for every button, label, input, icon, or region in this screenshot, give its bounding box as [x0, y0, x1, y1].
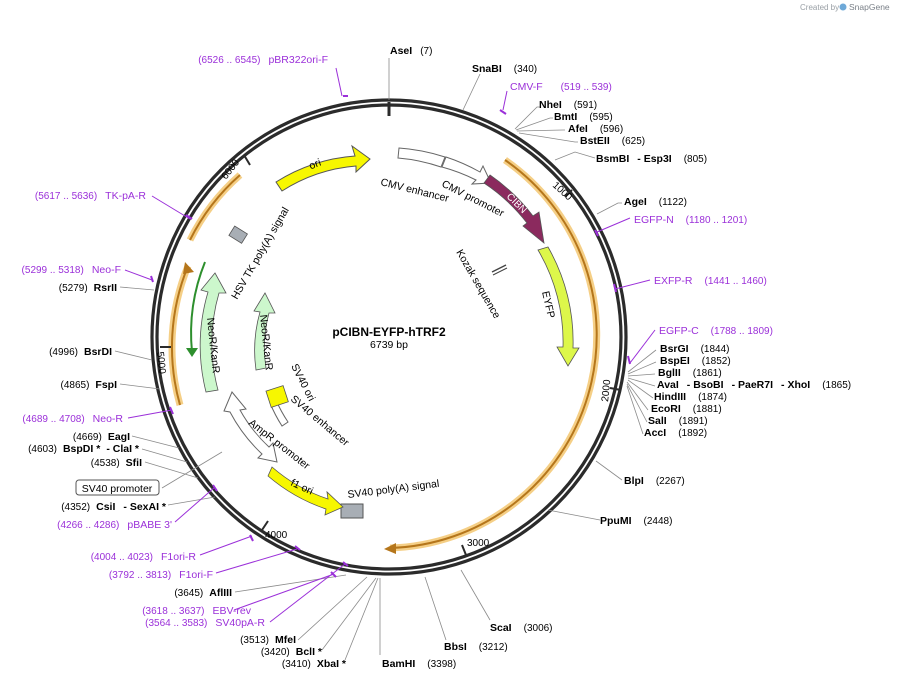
enzyme-xbai: (3410)XbaI *	[282, 658, 347, 670]
enzyme-bglii: BglII(1861)	[658, 367, 722, 379]
primer-f1ori-r: (4004 .. 4023)F1ori-R	[91, 551, 197, 563]
enzyme-bmti: BmtI(595)	[554, 111, 613, 123]
hsv-tk-feature	[228, 225, 248, 244]
ori-orf-line	[189, 174, 241, 241]
enzyme-ppumi: PpuMI(2448)	[600, 515, 672, 527]
enzyme-ecori: EcoRI(1881)	[651, 403, 722, 415]
enzyme-bsmbi: BsmBI- Esp3I(805)	[596, 153, 707, 165]
neo-orf-arrowhead-icon	[183, 262, 194, 274]
enzyme-bsrgi: BsrGI(1844)	[660, 343, 730, 355]
tick-3000	[461, 544, 467, 556]
enzyme-leader-lines	[114, 58, 657, 661]
enzyme-bspdi: (4603)BspDI *- ClaI *	[28, 443, 140, 455]
primer-sv40pa-r: (3564 .. 3583)SV40pA-R	[145, 617, 265, 629]
eyfp-orf-arrow-line	[389, 159, 598, 549]
tick-label-4000: 4000	[265, 530, 288, 541]
neor-outer-feature	[199, 272, 227, 393]
watermark-text: Created by	[800, 3, 839, 12]
neor-outer-label: NeoR/KanR	[204, 317, 222, 374]
sv40-ori-feature	[265, 385, 289, 408]
ori-feature	[275, 144, 371, 192]
enzyme-nhei: NheI(591)	[539, 99, 597, 111]
enzyme-agei: AgeI(1122)	[624, 196, 687, 208]
enzyme-acci: AccI(1892)	[644, 427, 707, 439]
eyfp-orf-arrowhead-icon	[384, 543, 396, 554]
tick-label-2000: 2000	[600, 379, 613, 403]
eyfp-label: EYFP	[539, 290, 557, 319]
enzyme-blpi: BlpI(2267)	[624, 475, 685, 487]
primer-leader-lines	[124, 67, 656, 623]
neo-inner-orf-arrowhead-icon	[186, 348, 198, 357]
primer-pbabe-3: (4266 .. 4286)pBABE 3'	[57, 519, 172, 531]
tick-marks	[160, 102, 622, 556]
hsv-tk-label: HSV TK poly(A) signal	[229, 205, 292, 301]
tick-label-5000: 5000	[154, 351, 167, 375]
enzyme-bsrdi: (4996)BsrDI	[49, 346, 112, 358]
primer-ebv-rev: (3618 .. 3637)EBV-rev	[142, 605, 252, 617]
primer-exfp-r: EXFP-R(1441 .. 1460)	[654, 275, 767, 287]
enzyme-rsrii: (5279)RsrII	[59, 282, 117, 294]
enzyme-afliii: (3645)AflIII	[174, 587, 232, 599]
watermark-brand: SnapGene	[849, 2, 890, 12]
cmv-enhancer-label: CMV enhancer	[379, 176, 450, 205]
enzyme-bbsi: BbsI(3212)	[444, 641, 508, 653]
primer-egfp-n: EGFP-N(1180 .. 1201)	[634, 214, 747, 226]
sv40-promoter-box: SV40 promoter	[75, 479, 160, 496]
cmv-enhancer-feature	[397, 147, 446, 168]
enzyme-bcli: (3420)BclI *	[261, 646, 323, 658]
enzyme-snabi: SnaBI(340)	[472, 63, 537, 75]
enzyme-csii: (4352)CsiI- SexAI *	[61, 501, 167, 513]
primer-pbr322ori-f: (6526 .. 6545)pBR322ori-F	[198, 54, 328, 66]
tick-label-3000: 3000	[467, 538, 490, 549]
cmv-promoter-feature	[441, 156, 492, 185]
enzyme-afei: AfeI(596)	[568, 123, 623, 135]
sv40-promoter-frame	[75, 479, 160, 496]
enzyme-labels: AseI(7) SnaBI(340) NheI(591) BmtI(595) A…	[28, 45, 851, 670]
enzyme-sfii: (4538)SfiI	[91, 457, 142, 469]
enzyme-bsteii: BstEII(625)	[580, 135, 645, 147]
primer-egfp-c: EGFP-C(1788 .. 1809)	[659, 325, 773, 337]
orf-outlines	[168, 157, 601, 554]
snapgene-logo-icon	[839, 3, 847, 11]
enzyme-mfei: (3513)MfeI	[240, 634, 296, 646]
neo-orf-arrow-line	[170, 265, 189, 406]
primer-labels: (6526 .. 6545)pBR322ori-F CMV-F(519 .. 5…	[22, 54, 773, 629]
plasmid-title: pCIBN-EYFP-hTRF2 6739 bp	[332, 325, 446, 351]
sv40-enhancer-label: SV40 enhancer	[288, 393, 352, 449]
enzyme-asei: AseI(7)	[390, 45, 432, 57]
primer-neo-r: (4689 .. 4708)Neo-R	[22, 413, 123, 425]
tick-6000	[243, 154, 251, 166]
enzyme-eagi: (4669)EagI	[73, 431, 130, 443]
enzyme-scai: ScaI(3006)	[490, 622, 553, 634]
watermark: Created by SnapGene	[800, 2, 890, 12]
neo-inner-orf-line	[190, 261, 206, 353]
eyfp-feature	[537, 246, 580, 367]
primer-f1ori-f: (3792 .. 3813)F1ori-F	[109, 569, 213, 581]
enzyme-bspei: BspEI(1852)	[660, 355, 731, 367]
enzyme-fspi: (4865)FspI	[61, 379, 118, 391]
tick-4000	[261, 520, 269, 531]
enzyme-bamhi: BamHI(3398)	[382, 658, 456, 670]
tick-2000	[609, 387, 622, 391]
primer-tk-pa-r: (5617 .. 5636)TK-pA-R	[35, 190, 147, 202]
enzyme-sali: SalI(1891)	[648, 415, 708, 427]
neor-inner-label: NeoR/KanR	[257, 314, 275, 371]
neor-inner-feature	[253, 292, 276, 371]
sv40-promoter-label: SV40 promoter	[82, 483, 153, 495]
cibn-feature	[483, 174, 545, 244]
sv40-polya-feature	[340, 503, 364, 519]
f1-ori-feature	[267, 466, 344, 516]
kozak-feature	[491, 264, 507, 273]
plasmid-size: 6739 bp	[370, 339, 408, 351]
enzyme-avai-group: AvaI- BsoBI- PaeR7I- XhoI(1865)	[657, 379, 851, 391]
ampr-promoter-feature	[223, 391, 278, 463]
plasmid-name: pCIBN-EYFP-hTRF2	[332, 325, 446, 339]
enzyme-hindiii: HindIII(1874)	[654, 391, 727, 403]
sv40-polya-label: SV40 poly(A) signal	[347, 478, 440, 501]
primer-cmv-f: CMV-F(519 .. 539)	[510, 81, 612, 93]
primer-neo-f: (5299 .. 5318)Neo-F	[22, 264, 121, 276]
tick-1000	[564, 189, 573, 198]
kozak-label: Kozak sequence	[453, 248, 502, 321]
